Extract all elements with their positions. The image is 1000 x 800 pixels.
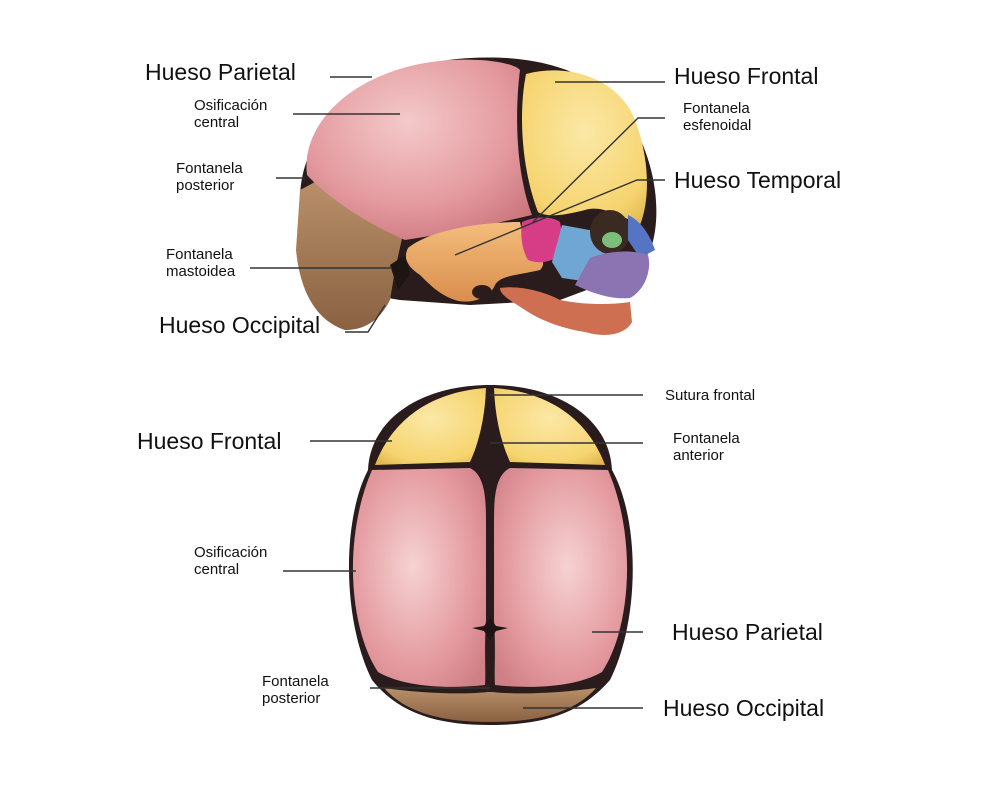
label-superior-hueso-frontal: Hueso Frontal: [137, 428, 282, 454]
lateral-skull: [296, 57, 657, 335]
label-superior-fontanela-anterior-line2: anterior: [673, 447, 724, 465]
superior-occipital-bone: [384, 688, 596, 722]
label-superior-fontanela-anterior-line1: Fontanela: [673, 430, 740, 447]
superior-posterior-fontanelle-mark: [472, 618, 508, 640]
lateral-mastoid-fontanelle: [390, 255, 410, 290]
label-lateral-fontanela-esfenoidal-line1: Fontanela: [683, 100, 750, 117]
leader-lat-occipital: [345, 304, 386, 333]
label-lateral-fontanela-posterior-line2: posterior: [176, 177, 235, 195]
label-superior-fontanela-anterior: Fontanela anterior: [673, 430, 740, 465]
superior-parietal-bone-left: [352, 468, 486, 687]
label-lateral-fontanela-mastoidea-line1: Fontanela: [166, 246, 233, 263]
label-lateral-hueso-occipital: Hueso Occipital: [159, 312, 321, 338]
label-superior-hueso-occipital: Hueso Occipital: [663, 695, 825, 721]
label-lateral-osificacion-line2: central: [194, 114, 240, 132]
leader-lines: [250, 76, 665, 709]
superior-frontal-bone-right: [494, 388, 605, 465]
superior-frontal-bone-left: [375, 388, 486, 465]
label-superior-osificacion-line2: central: [194, 561, 240, 579]
lateral-mandible: [500, 287, 632, 335]
label-lateral-hueso-temporal: Hueso Temporal: [674, 167, 842, 193]
label-lateral-fontanela-posterior: Fontanela posterior: [176, 160, 243, 195]
lateral-frontal-bone: [522, 70, 647, 225]
label-superior-sutura-frontal: Sutura frontal: [665, 387, 756, 404]
label-lateral-fontanela-mastoidea: Fontanela mastoidea: [166, 246, 235, 281]
label-lateral-fontanela-mastoidea-line2: mastoidea: [166, 263, 236, 281]
label-lateral-hueso-frontal: Hueso Frontal: [674, 63, 819, 89]
lateral-ear-canal: [472, 285, 492, 299]
label-lateral-fontanela-esfenoidal: Fontanela esfenoidal: [683, 100, 751, 135]
label-superior-fontanela-posterior-line2: posterior: [262, 690, 321, 708]
lateral-orbit-green: [602, 232, 622, 248]
superior-skull: [348, 385, 633, 725]
leader-lat-sphenoid-fontanelle: [532, 117, 665, 223]
label-superior-fontanela-posterior: Fontanela posterior: [262, 673, 329, 708]
lateral-maxilla-bone: [575, 251, 650, 299]
label-lateral-fontanela-posterior-line1: Fontanela: [176, 160, 243, 177]
superior-parietal-bone-right: [494, 468, 628, 687]
lateral-parietal-bone: [306, 59, 532, 240]
lateral-sphenoid-bone: [521, 217, 565, 263]
label-superior-osificacion-central: Osificación central: [194, 544, 267, 579]
label-superior-hueso-parietal: Hueso Parietal: [672, 619, 823, 645]
label-lateral-fontanela-esfenoidal-line2: esfenoidal: [683, 117, 752, 135]
leader-lat-temporal: [454, 179, 665, 256]
label-lateral-osificacion-line1: Osificación: [194, 97, 268, 114]
lateral-nasal-bone: [628, 215, 655, 258]
label-lateral-hueso-parietal: Hueso Parietal: [145, 59, 296, 85]
lateral-temporal-bone: [405, 222, 544, 302]
label-superior-fontanela-posterior-line1: Fontanela: [262, 673, 329, 690]
label-lateral-osificacion-central: Osificación central: [194, 97, 267, 132]
label-superior-osificacion-line1: Osificación: [194, 544, 268, 561]
